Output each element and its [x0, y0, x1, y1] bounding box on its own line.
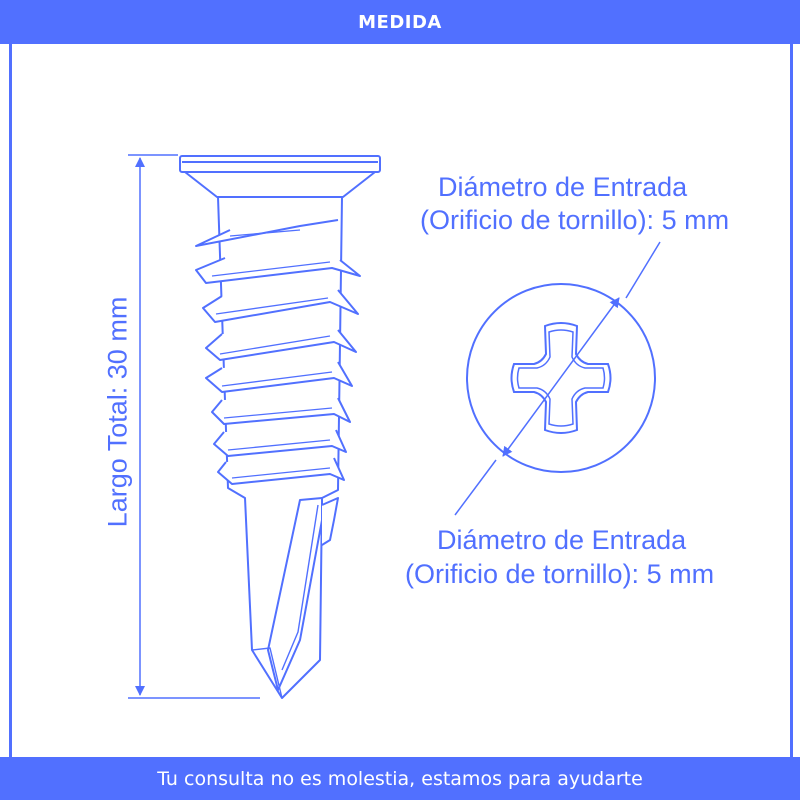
self-drilling-screw-icon: [179, 155, 381, 699]
footer-bar: Tu consulta no es molestia, estamos para…: [0, 757, 800, 800]
length-dimension: [128, 154, 260, 699]
diameter-dimension: [454, 241, 661, 516]
header-title: MEDIDA: [358, 11, 442, 33]
top-diameter-label-line1: Diámetro de Entrada: [438, 172, 688, 202]
footer-text: Tu consulta no es molestia, estamos para…: [157, 767, 643, 790]
content-frame: [9, 44, 793, 757]
length-label: Largo Total: 30 mm: [102, 296, 133, 528]
top-diameter-label-line2: (Orificio de tornillo): 5 mm: [420, 205, 730, 235]
bottom-diameter-label-line2: (Orificio de tornillo): 5 mm: [405, 559, 715, 589]
bottom-diameter-label-line1: Diámetro de Entrada: [437, 525, 687, 555]
header-bar: MEDIDA: [0, 0, 800, 44]
